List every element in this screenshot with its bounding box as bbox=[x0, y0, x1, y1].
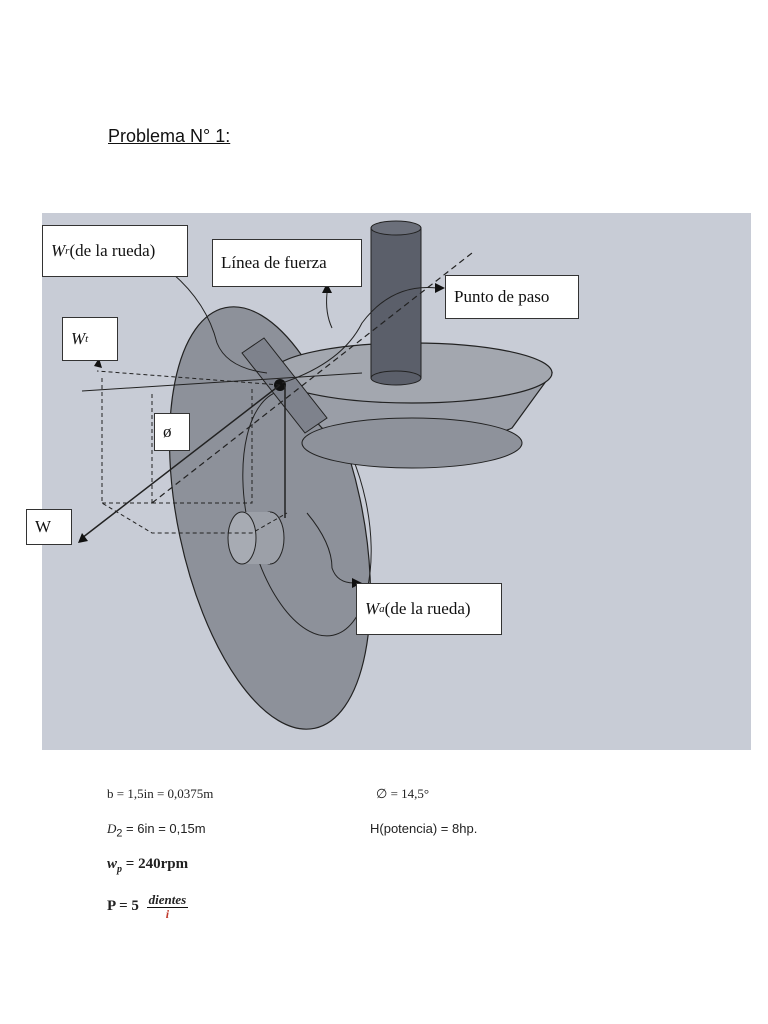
p-numerator: dientes bbox=[146, 892, 189, 908]
leader-linea bbox=[326, 292, 333, 329]
line-of-force bbox=[151, 252, 473, 504]
axis-line bbox=[81, 372, 363, 392]
d2-subscript: 2 bbox=[116, 827, 123, 840]
wheel-hub-front bbox=[227, 511, 257, 565]
data-b: b = 1,5in = 0,0375m bbox=[107, 786, 214, 801]
p-fraction: dientes i bbox=[146, 892, 189, 921]
problem-heading: Problema N° 1: bbox=[108, 126, 231, 146]
wa-symbol: W bbox=[365, 599, 380, 618]
label-punto-paso: Punto de paso bbox=[445, 275, 579, 319]
label-phi: ø bbox=[154, 413, 190, 451]
vertical-shaft bbox=[370, 227, 422, 379]
wt-symbol: W bbox=[71, 329, 86, 348]
d2-value: = 6in = 0,15m bbox=[122, 821, 206, 836]
wa-subscript: a bbox=[379, 603, 385, 615]
data-d2: D2 = 6in = 0,15m bbox=[107, 821, 206, 840]
diagram-drawing bbox=[78, 220, 553, 730]
wr-text: (de la rueda) bbox=[69, 241, 156, 260]
wa-text: (de la rueda) bbox=[384, 599, 471, 618]
leader-wr bbox=[171, 272, 268, 374]
arrow-w bbox=[78, 533, 88, 543]
cone-gear-bottom bbox=[301, 417, 523, 469]
wr-subscript: r bbox=[65, 245, 70, 257]
w-vector bbox=[81, 384, 281, 539]
wp-value: = 240rpm bbox=[122, 856, 189, 872]
leader-wa bbox=[306, 512, 355, 584]
p-denominator: i bbox=[165, 907, 170, 921]
wt-subscript: t bbox=[85, 333, 89, 345]
label-linea-fuerza: Línea de fuerza bbox=[212, 239, 362, 287]
arrow-wt bbox=[94, 358, 102, 368]
wp-symbol: w bbox=[107, 856, 118, 872]
data-wp: wp = 240rpm bbox=[107, 856, 188, 875]
shaft-top bbox=[370, 220, 422, 236]
data-p: P = 5 dientes i bbox=[107, 892, 189, 921]
arrow-linea bbox=[322, 283, 332, 293]
data-phi: ∅ = 14,5° bbox=[376, 786, 430, 801]
p-value: P = 5 bbox=[107, 897, 139, 914]
label-w: W bbox=[26, 509, 72, 545]
wt-vector bbox=[96, 370, 281, 386]
wp-subscript: p bbox=[117, 864, 123, 875]
d2-symbol: D bbox=[107, 821, 117, 836]
wr-symbol: W bbox=[51, 241, 66, 260]
arrow-punto bbox=[435, 283, 445, 293]
data-h: H(potencia) = 8hp. bbox=[370, 821, 478, 836]
shaft-bottom bbox=[370, 370, 422, 386]
dashed-frame bbox=[101, 378, 288, 534]
leader-punto bbox=[281, 286, 438, 384]
